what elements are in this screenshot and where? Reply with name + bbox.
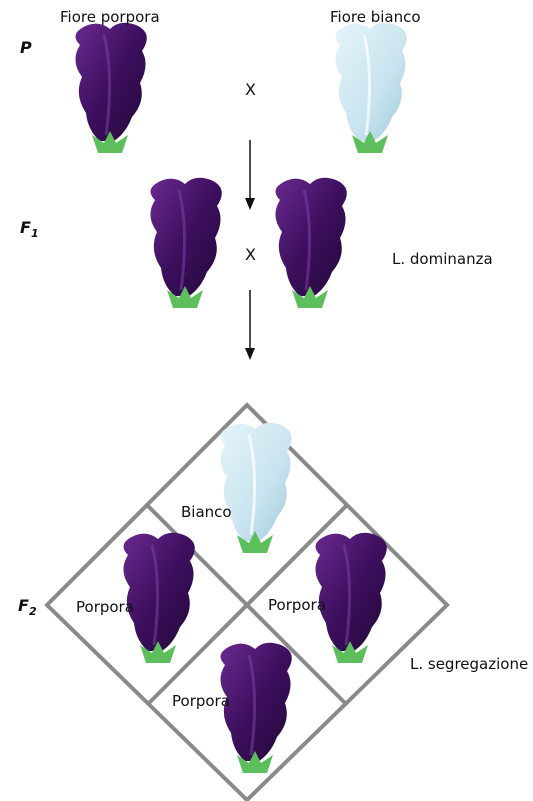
law-segregation-label: L. segregazione <box>410 655 528 673</box>
arrow-p-to-f1 <box>245 140 255 210</box>
punnett-right-label: Porpora <box>268 596 326 614</box>
parent-purple-flower <box>75 23 146 153</box>
punnett-left-label: Porpora <box>76 598 134 616</box>
f1-purple-flower-left <box>150 178 221 308</box>
f2-purple-flower-left <box>123 533 194 663</box>
cross-symbol-f1: X <box>245 245 256 264</box>
generation-p-label: P <box>20 38 32 57</box>
parent-white-flower <box>335 23 406 153</box>
f2-white-flower <box>220 423 291 553</box>
f1-purple-flower-right <box>275 178 346 308</box>
punnett-bottom-label: Porpora <box>172 692 230 710</box>
f2-purple-flower-bottom <box>220 643 291 773</box>
arrow-f1-to-f2 <box>245 290 255 360</box>
parent-purple-label: Fiore porpora <box>60 8 160 26</box>
cross-symbol-p: X <box>245 80 256 99</box>
f2-purple-flower-right <box>315 533 386 663</box>
generation-f1-label: F1 <box>20 218 39 240</box>
law-dominance-label: L. dominanza <box>392 250 493 268</box>
punnett-top-label: Bianco <box>181 503 232 521</box>
generation-f2-label: F2 <box>18 596 37 618</box>
parent-white-label: Fiore bianco <box>330 8 421 26</box>
